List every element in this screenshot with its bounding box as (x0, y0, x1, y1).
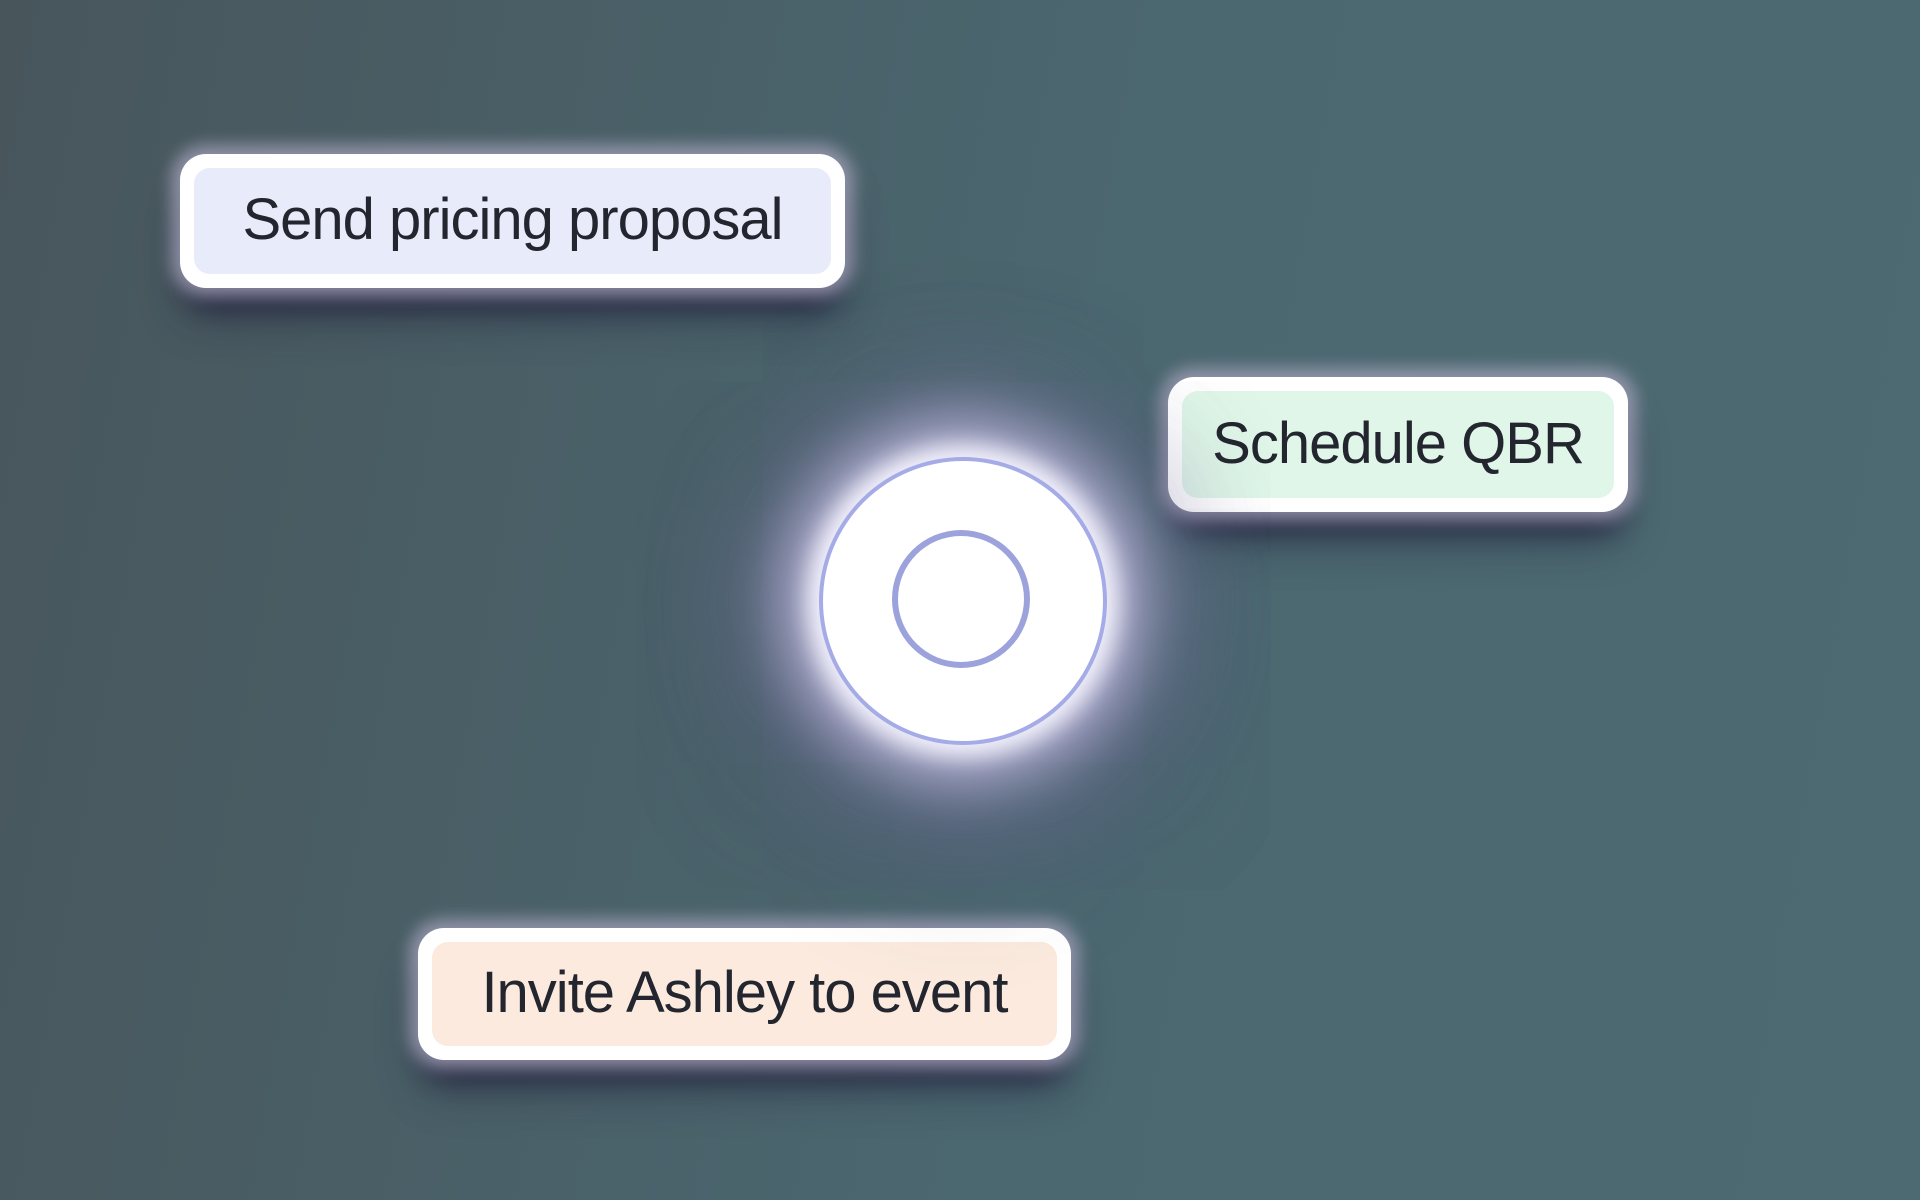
chip-invite-ashley-to-event-fill: Invite Ashley to event (432, 942, 1057, 1046)
chip-label: Invite Ashley to event (481, 960, 1008, 1025)
chip-schedule-qbr[interactable]: Schedule QBR (1168, 377, 1628, 512)
orb-inner-ring-icon (892, 530, 1030, 668)
chip-send-pricing-proposal-fill: Send pricing proposal (194, 168, 831, 274)
chip-schedule-qbr-fill: Schedule QBR (1182, 391, 1614, 498)
chip-invite-ashley-to-event[interactable]: Invite Ashley to event (418, 928, 1071, 1060)
assistant-orb[interactable] (819, 457, 1107, 745)
chip-label: Schedule QBR (1212, 410, 1585, 476)
chip-send-pricing-proposal[interactable]: Send pricing proposal (180, 154, 845, 288)
chip-label: Send pricing proposal (242, 187, 783, 252)
